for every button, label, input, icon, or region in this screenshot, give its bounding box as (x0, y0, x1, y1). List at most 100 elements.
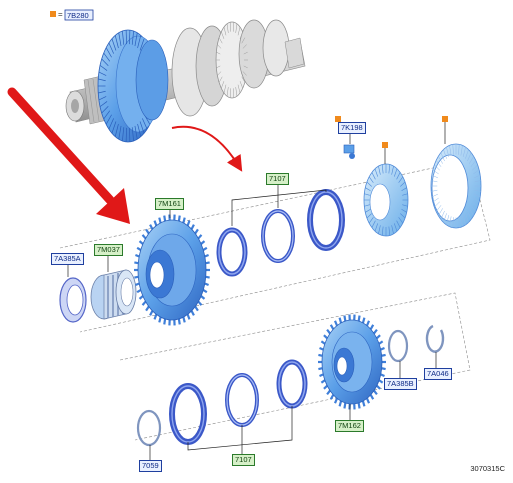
hub-tooth (396, 220, 401, 228)
gear-tooth (357, 315, 361, 322)
gear-tooth (135, 253, 140, 258)
gear-tooth (319, 373, 324, 378)
hub-tooth (393, 168, 398, 177)
gear-tooth (381, 367, 386, 371)
figure-reference: 3070315C (470, 464, 505, 473)
hub-tooth (364, 204, 370, 207)
gear-tooth (338, 317, 343, 324)
shaft-gear-tooth (99, 65, 108, 71)
synchronizer-sleeve (430, 143, 482, 229)
sleeve-tooth (458, 144, 460, 155)
gear-tooth (323, 334, 328, 340)
hub-tooth (388, 226, 391, 236)
bracket-7107-bottom (187, 406, 293, 458)
grey-gear-tooth (226, 23, 229, 33)
shaft-gear-tooth (139, 38, 145, 51)
gear-tooth (194, 305, 199, 312)
part-7107-ring-2 (261, 209, 295, 263)
gear-tooth (373, 389, 378, 396)
sleeve-tooth (438, 156, 443, 164)
hub-tooth (402, 204, 408, 207)
gear-tooth (361, 317, 366, 324)
hub-tooth (365, 187, 371, 192)
sleeve-tooth (472, 164, 478, 171)
curved-arrow (171, 125, 243, 172)
sleeve-tooth (446, 215, 450, 225)
gear-tooth (365, 320, 371, 327)
hub-tooth (388, 164, 391, 174)
grey-gear-tooth (242, 71, 247, 76)
gear-tooth (134, 261, 139, 265)
sleeve-tooth (449, 145, 452, 156)
gear-tooth (204, 253, 209, 258)
hub-tooth (401, 208, 407, 213)
sleeve-tooth (473, 197, 480, 203)
gear-tooth (319, 346, 324, 351)
gear-tooth (200, 240, 206, 245)
sleeve-tooth (465, 213, 469, 223)
label-7M161: 7M161 (155, 198, 184, 210)
sleeve-tooth (443, 149, 447, 159)
sleeve-tooth (434, 201, 440, 208)
grey-gear-tooth (235, 23, 238, 33)
gear-tooth (380, 373, 385, 378)
label-7M037: 7M037 (94, 244, 123, 256)
marker-sleeve (442, 116, 448, 122)
gear-tooth (149, 224, 154, 230)
gear-tooth (135, 282, 140, 287)
grey-gear-tooth (243, 51, 248, 55)
sleeve-tooth (474, 193, 481, 198)
hub-tooth (371, 172, 376, 180)
gear-tooth (376, 334, 381, 340)
gear-tooth (136, 246, 142, 252)
shaft-gear-tooth (131, 30, 134, 45)
shaft-gear-tooth (137, 123, 142, 137)
gear-tooth (141, 234, 147, 240)
part-7A046-snap-ring (425, 324, 445, 353)
sleeve-tooth (449, 216, 452, 227)
sleeve-tooth (474, 189, 481, 192)
sleeve-tooth (452, 217, 454, 228)
gear-tooth (204, 282, 209, 287)
gear-tooth (380, 346, 385, 351)
gear-tooth (318, 353, 323, 357)
gear-tooth (376, 384, 381, 390)
shaft-gear-tooth (101, 58, 109, 67)
gear-tooth (320, 379, 326, 384)
shaft-gear-tooth (108, 118, 114, 130)
grey-gear-tooth (217, 71, 222, 76)
part-7M037-bearing (90, 269, 137, 320)
shaft-gear-tooth (98, 90, 106, 94)
sleeve-tooth (440, 210, 445, 220)
hub-tooth (400, 181, 406, 187)
gear-tooth (373, 328, 378, 335)
red-arrow (7, 87, 130, 224)
gear-tooth (134, 275, 139, 279)
shaft-gear-tooth (142, 118, 148, 130)
gear-tooth (369, 324, 375, 330)
part-7M161-gear (134, 214, 210, 326)
sleeve-tooth (467, 210, 472, 220)
gear-tooth (145, 305, 150, 312)
label-7107-bottom: 7107 (232, 454, 255, 466)
shaft-gear-tooth (98, 96, 107, 101)
label-7059: 7059 (139, 460, 162, 472)
sleeve-tooth (446, 147, 450, 157)
gear-tooth (343, 402, 347, 409)
sleeve-tooth (431, 174, 438, 179)
shaft-gear-tooth (118, 32, 122, 47)
shaft-gear-tooth (108, 42, 114, 54)
sleeve-tooth (470, 160, 477, 167)
shaft-gear-tooth (105, 47, 112, 58)
hub-tooth (366, 181, 372, 187)
legend-orange-square (50, 11, 56, 17)
grey-gear-tooth (237, 27, 241, 36)
dashed-frame-bottom (119, 292, 471, 441)
sleeve-tooth (465, 149, 469, 159)
gear-tooth (141, 300, 147, 306)
gear-tooth (138, 240, 144, 245)
gear-tooth (177, 318, 181, 325)
sleeve-tooth (462, 215, 466, 225)
hub-tooth (391, 166, 394, 175)
sleeve-tooth (431, 193, 438, 198)
